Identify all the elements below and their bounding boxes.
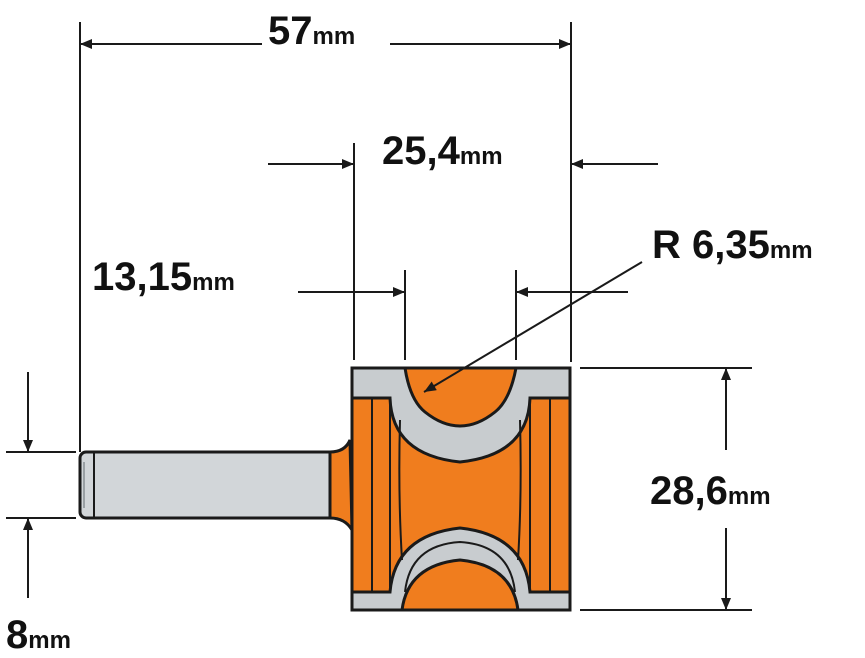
total-length-label: 57mm bbox=[268, 9, 355, 53]
shank-diameter-label: 8mm bbox=[6, 613, 71, 657]
cutter-body bbox=[350, 366, 572, 612]
cutting-height-label: 28,6mm bbox=[650, 469, 771, 513]
bearing-offset-label: 13,15mm bbox=[92, 255, 235, 299]
cutter-width-label: 25,4mm bbox=[382, 129, 503, 173]
shank bbox=[78, 439, 354, 536]
radius-label: R 6,35mm bbox=[652, 223, 813, 267]
dimension-lines bbox=[6, 22, 752, 611]
